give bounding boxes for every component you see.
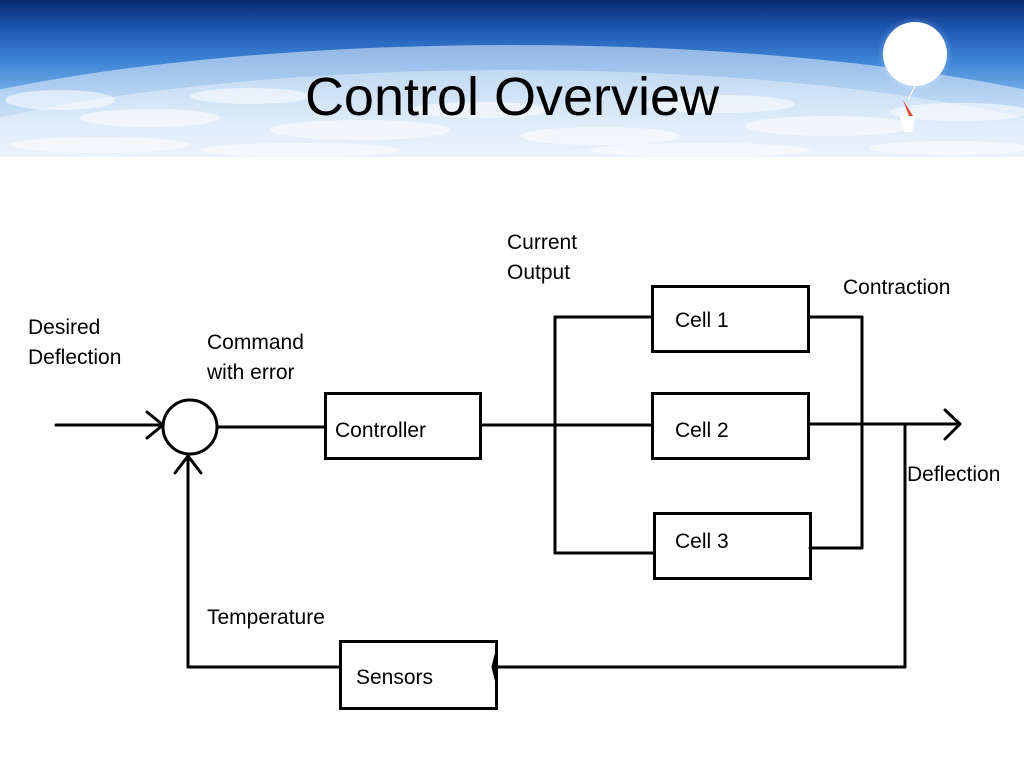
arrow-head-icon xyxy=(943,408,962,441)
contraction-label: Contraction xyxy=(843,276,951,299)
command-with-error-label: Command with error xyxy=(207,328,304,388)
cell1-block xyxy=(651,285,810,353)
payload-icon xyxy=(900,85,916,132)
sensors-label: Sensors xyxy=(356,666,434,689)
sensors-block xyxy=(339,640,498,710)
cell1-label: Cell 1 xyxy=(675,309,729,332)
desired-deflection-line1: Desired xyxy=(28,316,101,339)
desired-deflection-line2: Deflection xyxy=(28,346,122,369)
cell3-label: Cell 3 xyxy=(675,530,729,553)
cell2-label: Cell 2 xyxy=(675,419,729,442)
temperature-label: Temperature xyxy=(207,606,325,629)
cell2-block xyxy=(651,392,810,460)
current-output-line2: Output xyxy=(507,261,571,284)
cell3-block xyxy=(653,512,812,580)
header-banner: Control Overview xyxy=(0,0,1024,157)
deflection-label: Deflection xyxy=(907,463,1001,486)
cloud-layer xyxy=(0,16,1024,157)
command-line2: with error xyxy=(207,361,295,384)
controller-block xyxy=(324,392,482,460)
arrow-head-icon xyxy=(173,454,203,475)
command-line1: Command xyxy=(207,331,304,354)
balloon-icon xyxy=(877,16,953,92)
controller-label: Controller xyxy=(335,419,427,442)
summing-junction-icon xyxy=(161,398,219,456)
slide-title: Control Overview xyxy=(304,67,720,127)
current-output-label: Current Output xyxy=(507,228,577,288)
desired-deflection-label: Desired Deflection xyxy=(28,313,121,373)
current-output-line1: Current xyxy=(507,231,578,254)
